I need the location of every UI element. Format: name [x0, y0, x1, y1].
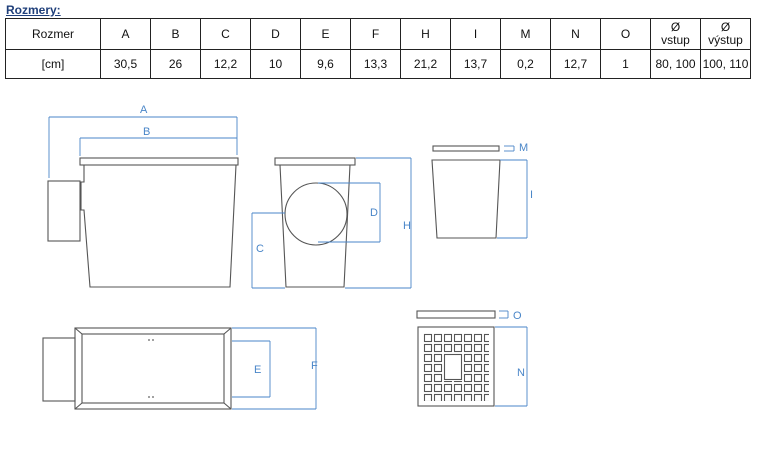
table-row: [cm] 30,5 26 12,2 10 9,6 13,3 21,2 13,7 …	[5, 49, 751, 79]
dim-label-f: F	[311, 360, 318, 372]
side-view	[47, 157, 239, 288]
table-cell: 9,6	[300, 49, 351, 79]
diameter-out-label: výstup	[708, 33, 743, 47]
table-cell: 12,2	[200, 49, 251, 79]
header-cell: H	[400, 18, 451, 50]
table-cell: 0,2	[500, 49, 551, 79]
table-cell: 1	[600, 49, 651, 79]
header-cell-diameter-out: Ø výstup	[700, 18, 751, 50]
header-cell: D	[250, 18, 301, 50]
dim-label-h: H	[403, 220, 411, 232]
diameter-symbol: Ø	[670, 20, 681, 34]
table-cell: 21,2	[400, 49, 451, 79]
grill-plate-side	[416, 310, 496, 319]
table-cell: 13,7	[450, 49, 501, 79]
body-outline	[431, 159, 501, 239]
inlet-pipe-top	[42, 337, 76, 402]
header-cell: F	[350, 18, 401, 50]
diameter-in-label: vstup	[661, 33, 690, 47]
section-title: Rozmery:	[6, 3, 61, 17]
dim-label-o: O	[513, 310, 522, 322]
diameter-symbol: Ø	[720, 20, 731, 34]
lid-front	[274, 157, 356, 166]
table-cell: 100, 110	[700, 49, 751, 79]
header-cell: Rozmer	[5, 18, 101, 50]
table-header-row: Rozmer A B C D E F H I M N O Ø vstup Ø v…	[5, 18, 751, 50]
dim-label-i: I	[530, 189, 533, 201]
header-cell: E	[300, 18, 351, 50]
table-cell: 30,5	[100, 49, 151, 79]
header-cell: O	[600, 18, 651, 50]
lid-side	[79, 157, 239, 166]
front-view	[274, 157, 356, 288]
dim-label-a: A	[140, 104, 148, 116]
dim-label-e: E	[254, 364, 261, 376]
grill-view	[416, 310, 496, 407]
table-cell: [cm]	[5, 49, 101, 79]
lid-top-inner	[81, 333, 225, 404]
dim-label-c: C	[256, 243, 264, 255]
grill-frame	[417, 326, 495, 407]
table-cell: 80, 100	[650, 49, 701, 79]
dims-body-view	[497, 145, 528, 239]
dimensions-table: Rozmer A B C D E F H I M N O Ø vstup Ø v…	[5, 18, 751, 79]
grill-center-block	[443, 353, 463, 381]
dim-label-m: M	[519, 142, 528, 154]
dim-label-n: N	[517, 367, 525, 379]
dim-label-b: B	[143, 126, 150, 138]
dims-side-view	[48, 116, 238, 178]
dims-front-view	[251, 157, 412, 289]
body-side	[80, 164, 237, 288]
dims-grill-view	[495, 310, 528, 407]
inlet-opening	[284, 182, 348, 246]
body-front	[279, 164, 351, 288]
table-cell: 12,7	[550, 49, 601, 79]
dims-top-view	[232, 327, 317, 410]
top-view	[42, 327, 232, 410]
body-view	[431, 145, 501, 239]
inlet-pipe-side	[47, 180, 81, 242]
lid-plate	[432, 145, 500, 152]
table-cell: 13,3	[350, 49, 401, 79]
dim-label-d: D	[370, 207, 378, 219]
lid-top-outer	[74, 327, 232, 410]
